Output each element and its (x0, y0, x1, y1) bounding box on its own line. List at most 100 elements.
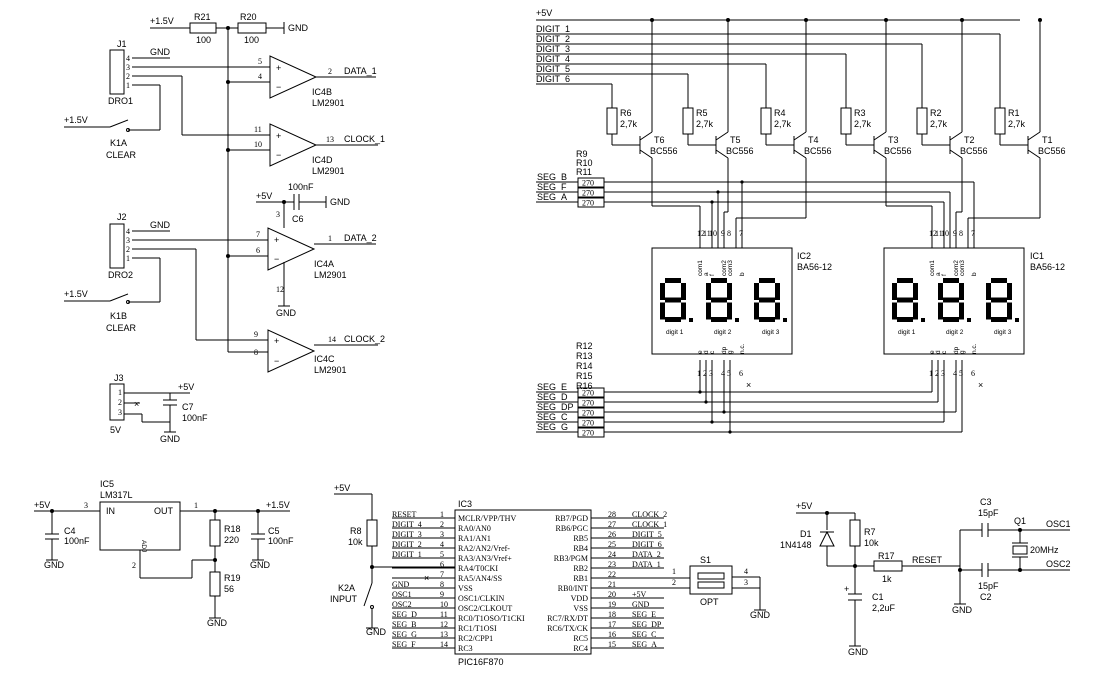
svg-text:e: e (697, 350, 704, 354)
j2-name: J2 (117, 212, 127, 222)
svg-text:+5V: +5V (256, 191, 272, 201)
mcu-net-label: DIGIT_3 (392, 530, 422, 539)
svg-text:19: 19 (608, 600, 616, 609)
mcu-section: +5V R8 10k GND K2A INPUT IC3 PIC16F870 1… (330, 483, 771, 667)
mcu-net-label: GND (392, 580, 410, 589)
svg-text:+: + (844, 584, 849, 594)
ic2-name: IC2 (797, 251, 811, 261)
ic1-display: 12com111a10f9com28com37be1d2c3dp4g5n.c.6… (883, 229, 1025, 390)
svg-text:c: c (709, 350, 716, 354)
ic4b-net: DATA_1 (344, 66, 377, 76)
svg-text:R4: R4 (774, 108, 786, 118)
svg-text:2,7k: 2,7k (620, 119, 638, 129)
segment (959, 302, 964, 320)
mcu-pin-label: RC0/T1OSO/T1CKI (458, 614, 525, 623)
mcu-net-label: OSC2 (392, 600, 412, 609)
svg-text:3: 3 (941, 369, 945, 378)
svg-text:270: 270 (582, 409, 594, 418)
svg-text:25: 25 (608, 540, 616, 549)
svg-text:C3: C3 (980, 497, 992, 507)
svg-text:b: b (971, 272, 978, 276)
j3-connector (109, 383, 125, 421)
j2-sub: DRO2 (108, 270, 133, 280)
mcu-pin-label: VDD (571, 594, 589, 603)
svg-text:11: 11 (254, 125, 262, 134)
mcu-pin-label: RA3/AN3/Vref+ (458, 554, 512, 563)
mcu-net-label: GND (632, 600, 650, 609)
c7-name: C7 (182, 402, 194, 412)
mcu-net-label: +5V (632, 590, 647, 599)
svg-text:R7: R7 (864, 527, 876, 537)
svg-text:d: d (703, 350, 710, 354)
mcu-pin-label: RA5/AN4/SS (458, 574, 502, 583)
segment (938, 283, 943, 300)
svg-text:3: 3 (84, 501, 88, 510)
decimal-point (783, 318, 787, 322)
svg-text:9: 9 (953, 229, 957, 238)
mcu-net-label: SEG_F (392, 640, 416, 649)
ic4b-part: LM2901 (312, 98, 345, 108)
k1a-name: K1A (110, 138, 127, 148)
svg-text:270: 270 (582, 419, 594, 428)
transistor-emitter (1027, 131, 1041, 141)
svg-text:5: 5 (727, 369, 731, 378)
svg-text:INPUT: INPUT (330, 594, 358, 604)
svg-text:Q1: Q1 (1014, 516, 1026, 526)
svg-text:R1: R1 (1008, 108, 1020, 118)
mcu-pin-label: RB0/INT (558, 584, 588, 593)
svg-text:OPT: OPT (700, 597, 719, 607)
segment (1007, 283, 1012, 300)
svg-text:1: 1 (194, 501, 198, 510)
svg-text:×: × (134, 399, 139, 409)
svg-text:20: 20 (608, 590, 616, 599)
segment (892, 302, 897, 320)
mcu-net-label: RESET (392, 510, 417, 519)
segment (775, 283, 780, 300)
segment (943, 317, 959, 322)
ic4c-name: IC4C (314, 354, 335, 364)
digit-net-2: DIGIT_2 (536, 34, 570, 44)
svg-text:4: 4 (126, 227, 130, 236)
transistor-emitter (639, 131, 653, 141)
j3-name: J3 (114, 373, 124, 383)
mcu-pin-label: RB6/PGC (556, 524, 588, 533)
regulator-section: IC5 LM317L IN OUT ADJ +5V 3 C4 100nF GND… (34, 479, 294, 628)
svg-text:5: 5 (258, 57, 262, 66)
svg-text:R8: R8 (350, 526, 362, 536)
oscillator-section: GND C3 15pF 15pF C2 Q1 20MHz OSC1 OSC2 (952, 497, 1071, 615)
mcu-pin-label: RC7/RX/DT (547, 614, 588, 623)
svg-text:+: + (274, 235, 279, 245)
segment-net: SEG_E (537, 382, 567, 392)
segment (706, 302, 711, 320)
ic3-part: PIC16F870 (458, 657, 504, 667)
segment-net: SEG_G (537, 422, 568, 432)
svg-text:7: 7 (256, 230, 260, 239)
svg-text:digit 2: digit 2 (946, 329, 964, 336)
c6-name: C6 (292, 214, 304, 224)
svg-text:6: 6 (256, 246, 260, 255)
svg-text:4: 4 (953, 369, 957, 378)
mcu-net-label: DIGIT_6 (632, 540, 662, 549)
transistor-emitter (949, 131, 963, 141)
svg-text:C4: C4 (64, 526, 76, 536)
transistor-emitter (873, 131, 887, 141)
segment (897, 297, 913, 303)
svg-text:14: 14 (440, 640, 448, 649)
svg-text:1: 1 (929, 369, 933, 378)
svg-text:+5V: +5V (34, 500, 50, 510)
transistor-collector (873, 149, 887, 159)
ic4a-name: IC4A (314, 259, 334, 269)
svg-text:2,7k: 2,7k (774, 119, 792, 129)
svg-text:com2: com2 (953, 260, 960, 276)
transistor-emitter (793, 131, 807, 141)
mcu-pin-label: RC6/TX/CK (547, 624, 588, 633)
svg-text:2: 2 (126, 72, 130, 81)
ic4a-part: LM2901 (314, 270, 347, 280)
svg-text:R12: R12 (576, 341, 593, 351)
svg-text:IN: IN (106, 506, 115, 516)
mcu-pin-label: RC2/CPP1 (458, 634, 493, 643)
mcu-pin-label: VSS (458, 584, 473, 593)
svg-text:9: 9 (721, 229, 725, 238)
svg-text:+5V: +5V (178, 382, 194, 392)
segment (681, 302, 686, 320)
